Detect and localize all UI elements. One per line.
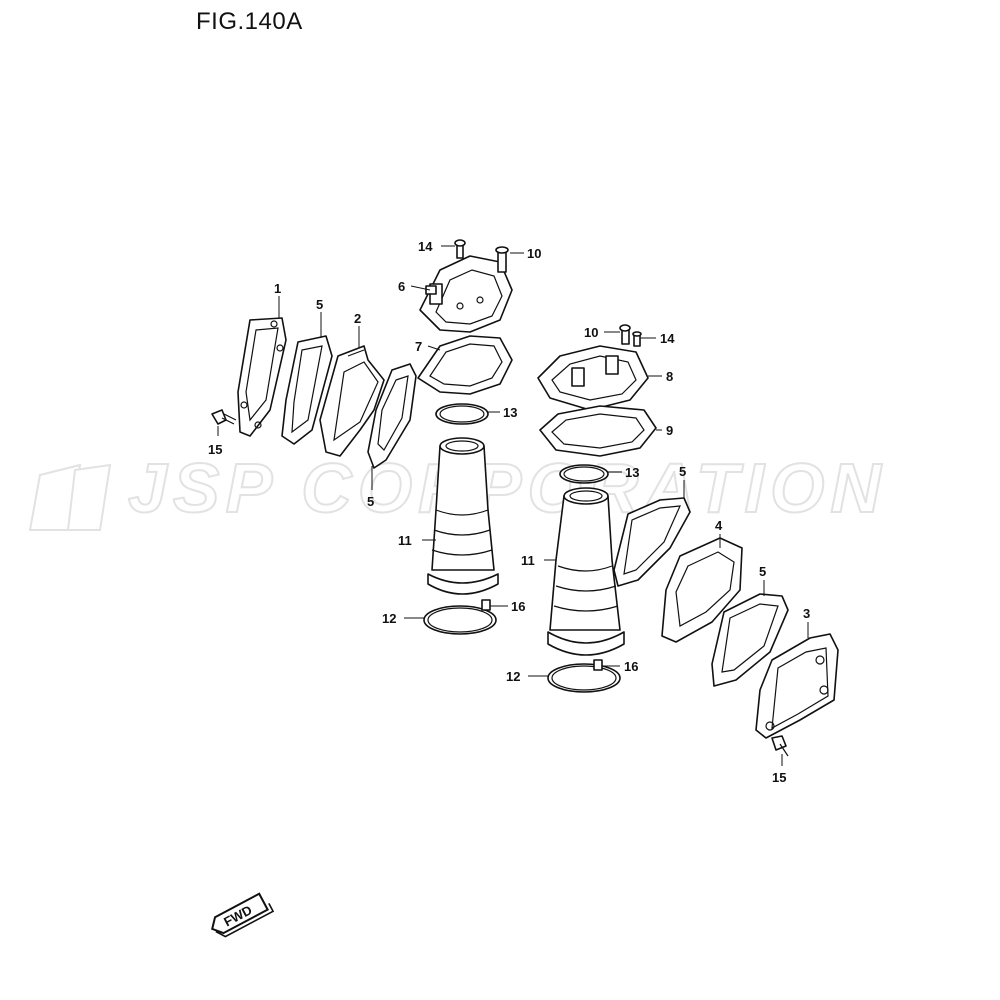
callout-13: 13: [503, 405, 517, 420]
part-1-cover: [237, 317, 287, 437]
callout-12: 12: [506, 669, 520, 684]
callout-5: 5: [367, 494, 374, 509]
part-8-cover: [537, 345, 649, 411]
part-10-bolt-right: [619, 324, 631, 345]
callout-2: 2: [354, 311, 361, 326]
part-13-oring-left: [435, 403, 489, 425]
callout-labels: 1 5 2 15 5 14 10 6 7 13 11 12 16 10 14 8…: [208, 239, 810, 785]
callout-6: 6: [398, 279, 405, 294]
part-4-housing: [661, 537, 743, 643]
part-5-gasket-left-a: [281, 335, 333, 445]
part-2-plate: [319, 345, 385, 457]
watermark: JSP CORPORATION: [28, 448, 887, 531]
top-housing-cover: [419, 255, 513, 333]
part-10-bolt-top-left: [495, 246, 509, 273]
part-5-gasket-right-b: [711, 593, 789, 687]
callout-11: 11: [398, 533, 412, 548]
callout-5: 5: [679, 464, 686, 479]
part-14-bolt-top-left: [454, 239, 466, 259]
callout-15: 15: [772, 770, 786, 785]
callout-11: 11: [521, 553, 535, 568]
part-15-bolt-right: [771, 735, 789, 757]
part-7-gasket: [417, 335, 513, 395]
callout-14: 14: [418, 239, 433, 254]
callout-15: 15: [208, 442, 222, 457]
callout-10: 10: [527, 246, 541, 261]
callout-12: 12: [382, 611, 396, 626]
callout-4: 4: [715, 518, 723, 533]
part-12-ring-left: [423, 605, 497, 635]
part-12-ring-right: [547, 663, 621, 693]
part-11-tube-right: [547, 487, 625, 656]
callout-9: 9: [666, 423, 673, 438]
callout-1: 1: [274, 281, 281, 296]
part-13-oring-right: [559, 464, 609, 484]
leader-lines: [217, 245, 809, 766]
part-3-cover: [755, 633, 839, 739]
callout-5: 5: [316, 297, 323, 312]
figure-title: FIG.140A: [196, 8, 303, 35]
part-16-pin-left: [481, 599, 491, 611]
part-14-bolt-right: [632, 331, 642, 347]
part-16-pin-right: [593, 659, 603, 671]
part-15-bolt-left: [211, 409, 237, 425]
callout-13: 13: [625, 465, 639, 480]
watermark-text: JSP CORPORATION: [128, 449, 887, 527]
part-5-gasket-right-a: [613, 497, 691, 587]
callout-8: 8: [666, 369, 673, 384]
callout-3: 3: [803, 606, 810, 621]
fwd-arrow-icon: FWD: [211, 892, 275, 938]
callout-5: 5: [759, 564, 766, 579]
callout-16: 16: [511, 599, 525, 614]
part-5-gasket-left-b: [367, 363, 417, 469]
part-6-fitting: [425, 283, 443, 305]
part-11-tube-left: [427, 437, 499, 595]
part-9-gasket: [539, 405, 657, 457]
callout-10: 10: [584, 325, 598, 340]
callout-14: 14: [660, 331, 675, 346]
callout-7: 7: [415, 339, 422, 354]
callout-16: 16: [624, 659, 638, 674]
